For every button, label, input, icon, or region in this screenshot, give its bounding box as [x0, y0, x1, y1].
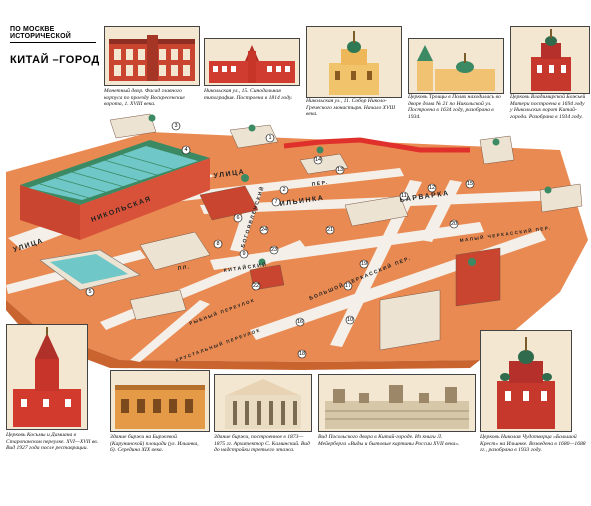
caption-nikola: Церковь Николая Чудотворца «Большой Крес…	[480, 434, 586, 454]
thumb-nikolo	[306, 26, 402, 98]
caption-vladimir: Церковь Владимирской Божьей Матери постр…	[510, 94, 586, 120]
marker-19	[359, 259, 369, 269]
marker-label-21: 21	[327, 227, 333, 233]
upper-trading-rows	[20, 140, 210, 240]
marker-label-1: 1	[268, 135, 271, 141]
marker-label-24: 24	[261, 227, 267, 233]
marker-label-12: 12	[429, 185, 435, 191]
street-per: ПЕР.	[311, 180, 329, 188]
marker-label-10: 10	[347, 317, 353, 323]
thumb-synodal	[204, 38, 300, 86]
marker-label-17: 17	[345, 283, 351, 289]
marker-label-15: 15	[467, 181, 473, 187]
caption-posolsky: Вид Посольского двора в Китай-городе. Из…	[318, 434, 460, 447]
marker-label-2: 2	[282, 187, 285, 193]
caption-birzha2: Здание биржи, построенное в 1873—1875 гг…	[214, 434, 310, 454]
caption-synodal: Никольская ул., 15. Синодальная типограф…	[204, 88, 293, 101]
thumb-birzha2	[214, 374, 312, 432]
marker-label-19: 19	[361, 261, 367, 267]
marker-14	[313, 155, 323, 165]
caption-kosma: Церковь Косьмы и Дамиана в Старопанском …	[6, 432, 99, 452]
thumb-posolsky	[318, 374, 476, 432]
marker-4	[181, 145, 191, 155]
marker-label-8: 8	[216, 241, 219, 247]
thumb-vladimir	[510, 26, 590, 94]
marker-20	[449, 219, 459, 229]
marker-label-16: 16	[297, 319, 303, 325]
caption-birzha: Здание биржи на Биржевой (Карунинской) п…	[110, 434, 199, 454]
marker-18	[297, 349, 307, 359]
marker-8	[213, 239, 223, 249]
series-title: ПО МОСКВЕ ИСТОРИЧЕСКОЙ	[10, 26, 96, 43]
marker-16	[295, 317, 305, 327]
marker-7	[271, 197, 281, 207]
thumb-birzha	[110, 370, 210, 432]
marker-15	[465, 179, 475, 189]
marker-3	[171, 121, 181, 131]
marker-12	[427, 183, 437, 193]
marker-label-4: 4	[184, 147, 187, 153]
marker-label-5: 5	[88, 289, 91, 295]
marker-label-23: 23	[271, 247, 277, 253]
street-ploshch: ПЛ.	[177, 264, 191, 272]
page-title: КИТАЙ –ГОРОД	[10, 54, 100, 66]
marker-label-18: 18	[299, 351, 305, 357]
marker-label-22: 22	[253, 283, 259, 289]
marker-label-6: 6	[236, 215, 239, 221]
marker-6	[233, 213, 243, 223]
marker-11	[399, 191, 409, 201]
street-ulitsa-mid: УЛИЦА	[213, 169, 245, 180]
caption-trinity: Церковь Троицы в Полях находилась во дво…	[408, 94, 501, 120]
thumb-mint	[104, 26, 200, 86]
marker-21	[325, 225, 335, 235]
marker-5	[85, 287, 95, 297]
thumb-trinity	[408, 38, 504, 94]
marker-label-20: 20	[451, 221, 457, 227]
caption-mint: Монетный двор. Фасад главного корпуса по…	[104, 88, 185, 108]
kitai-wall	[283, 137, 470, 153]
marker-10	[345, 315, 355, 325]
marker-label-14: 14	[315, 157, 321, 163]
caption-nikolo: Никольская ул., 11. Собор Николо-Греческ…	[306, 98, 396, 118]
marker-label-7: 7	[274, 199, 277, 205]
marker-9	[239, 249, 249, 259]
marker-label-3: 3	[174, 123, 177, 129]
marker-22	[251, 281, 261, 291]
marker-label-9: 9	[242, 251, 245, 257]
thumb-nikola	[480, 330, 572, 432]
marker-1	[265, 133, 275, 143]
marker-label-11: 11	[401, 193, 407, 199]
marker-13	[335, 165, 345, 175]
marker-2	[279, 185, 289, 195]
marker-23	[269, 245, 279, 255]
marker-17	[343, 281, 353, 291]
thumb-kosma	[6, 324, 88, 430]
marker-24	[259, 225, 269, 235]
marker-label-13: 13	[337, 167, 343, 173]
